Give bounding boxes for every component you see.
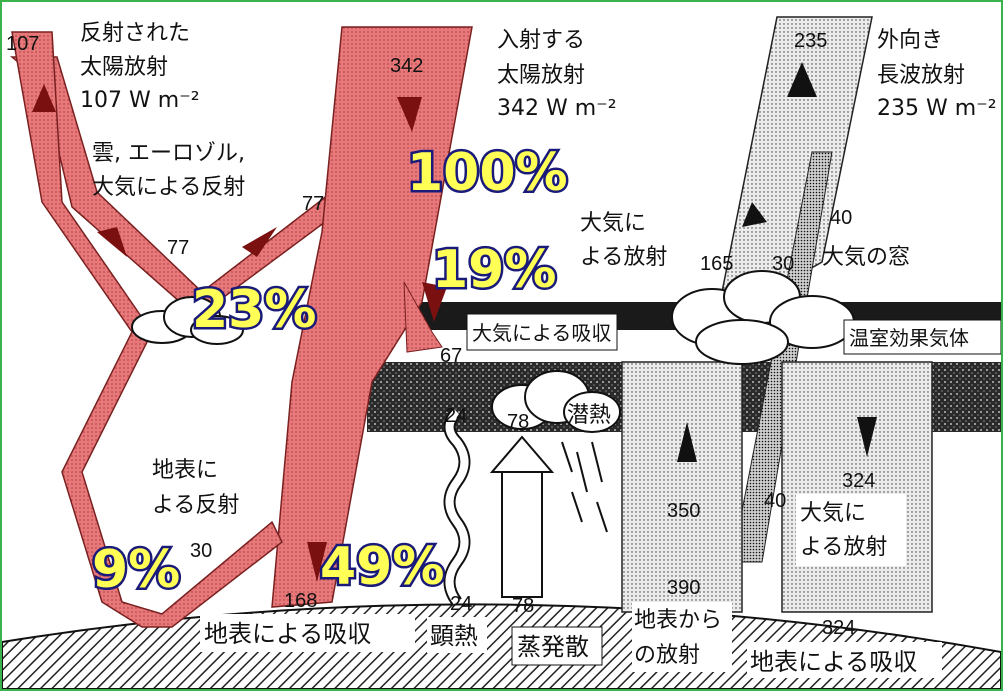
label-reflected-solar: 反射された 太陽放射 107 W m⁻² xyxy=(80,21,200,113)
value-77-b: 77 xyxy=(167,237,189,259)
evapotranspiration-box xyxy=(511,626,603,666)
value-342: 342 xyxy=(390,55,423,77)
rain-streaks xyxy=(561,441,608,533)
label-greenhouse: 温室効果気体 xyxy=(849,326,969,350)
value-67: 67 xyxy=(440,345,462,367)
value-78-a: 78 xyxy=(507,411,529,433)
solar-atmo-absorb xyxy=(403,281,443,353)
label-atmo-window: 大気の窓 xyxy=(822,245,910,270)
evapotranspiration-column xyxy=(501,466,543,598)
label-back-radiation: 大気に よる放射 xyxy=(800,501,887,560)
sensible-heat-box xyxy=(427,617,487,653)
back-radiation-band xyxy=(781,361,933,613)
value-78-b: 78 xyxy=(512,595,534,617)
back-radiation-box xyxy=(796,494,906,566)
label-surface-absorb-right: 地表による吸収 xyxy=(750,648,917,676)
label-surface-reflection: 地表に よる反射 xyxy=(152,458,239,518)
percent-49: 49% xyxy=(320,537,444,597)
cloud-latent xyxy=(491,370,621,433)
surface-absorb-right-box xyxy=(747,642,942,678)
value-labels: 107 342 235 77 77 165 30 40 67 24 78 350… xyxy=(6,30,875,639)
value-168: 168 xyxy=(284,590,317,612)
label-latent-heat: 潜熱 xyxy=(567,403,611,428)
value-30-b: 30 xyxy=(190,540,212,562)
percent-19: 19% xyxy=(432,240,556,300)
value-30-a: 30 xyxy=(772,253,794,275)
value-324-a: 324 xyxy=(842,470,875,492)
evapotranspiration-arrowhead xyxy=(489,435,555,473)
label-surface-absorb-left: 地表による吸収 xyxy=(204,620,371,648)
label-atmo-absorb: 大気による吸収 xyxy=(472,321,611,345)
label-cloud-reflection: 雲, エーロゾル, 大気による反射 xyxy=(92,141,252,200)
value-40-a: 40 xyxy=(830,207,852,229)
value-107: 107 xyxy=(6,33,39,55)
atmo-absorb-box xyxy=(466,313,618,351)
greenhouse-box xyxy=(843,319,1001,355)
value-390: 390 xyxy=(667,577,700,599)
percent-100: 100% xyxy=(407,143,568,203)
value-324-b: 324 xyxy=(822,617,855,639)
dark-arrows xyxy=(677,62,877,462)
value-24-a: 24 xyxy=(445,405,467,427)
percent-9: 9% xyxy=(92,540,180,600)
label-surface-emission: 地表から の放射 xyxy=(634,608,729,668)
surface-absorb-left-box xyxy=(200,614,415,652)
arrows xyxy=(32,84,447,582)
value-77-a: 77 xyxy=(302,193,324,215)
cloud-right xyxy=(671,270,855,365)
label-evapotranspiration: 蒸発散 xyxy=(517,633,589,661)
atmo-window-band xyxy=(731,151,833,563)
solar-incoming-band xyxy=(271,26,473,608)
label-sensible-heat: 顕熱 xyxy=(430,622,478,650)
cloud-left xyxy=(131,296,244,345)
percent-23: 23% xyxy=(192,280,316,340)
label-outgoing-longwave: 外向き 長波放射 235 W m⁻² xyxy=(877,28,997,121)
label-atmo-emission: 大気に よる放射 xyxy=(580,211,667,270)
surface-emission-box xyxy=(632,602,732,672)
label-incoming-solar: 入射する 太陽放射 342 W m⁻² xyxy=(497,28,617,121)
value-165: 165 xyxy=(700,253,733,275)
value-40-b: 40 xyxy=(764,490,786,512)
value-24-b: 24 xyxy=(450,593,472,615)
value-350: 350 xyxy=(667,500,700,522)
value-235: 235 xyxy=(794,30,827,52)
surface-emission-band xyxy=(621,361,743,613)
